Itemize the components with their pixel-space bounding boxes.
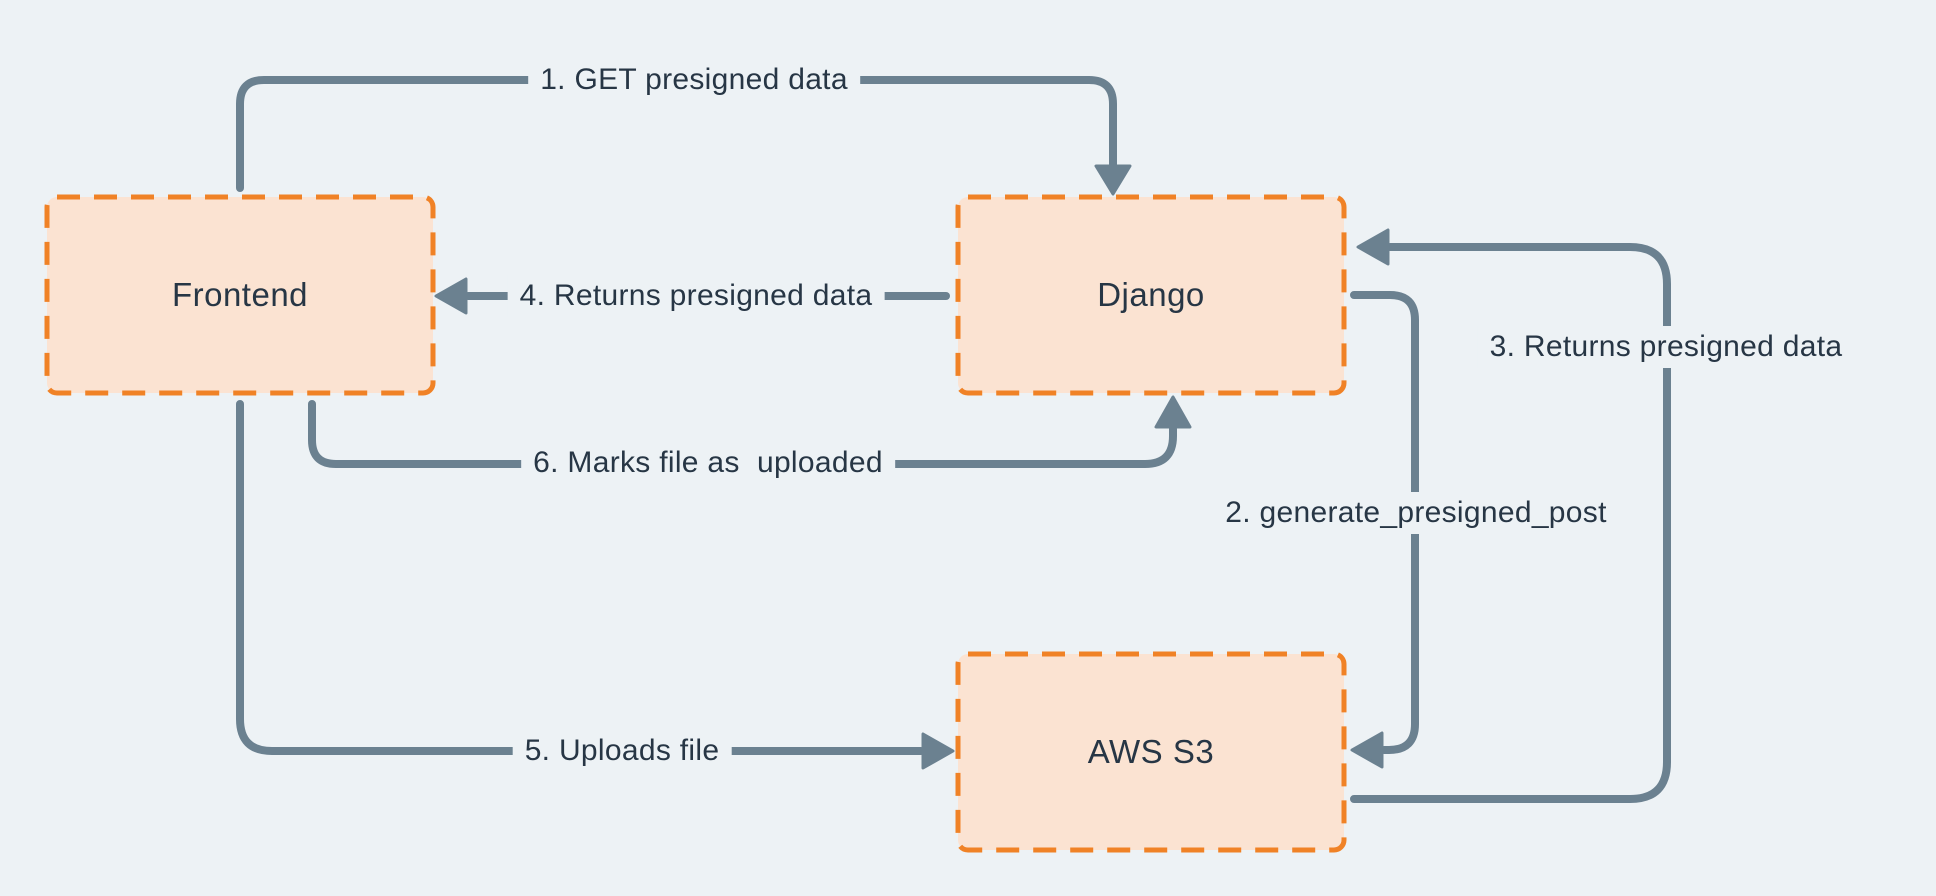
edge-4-arrowhead-icon xyxy=(434,277,468,315)
edge-5-path xyxy=(236,400,925,755)
edge-5-arrowhead-icon xyxy=(921,732,955,770)
node-frontend-box xyxy=(44,194,436,396)
edge-label-4: 4. Returns presigned data xyxy=(507,275,885,317)
node-frontend-label: Frontend xyxy=(171,276,309,313)
edge-label-2: 2. generate_presigned_post xyxy=(1213,492,1619,534)
node-aws-s3: AWS S3 xyxy=(958,654,1344,850)
edge-3-arrowhead-icon xyxy=(1356,228,1390,266)
edge-label-3: 3. Returns presigned data xyxy=(1477,326,1855,368)
node-django-label: Django xyxy=(1097,276,1205,313)
edge-label-6: 6. Marks file as uploaded xyxy=(521,442,895,484)
edge-2-arrowhead-icon xyxy=(1350,731,1384,769)
edge-1-arrowhead-icon xyxy=(1094,164,1132,196)
edge-label-5: 5. Uploads file xyxy=(512,730,732,772)
node-aws-s3-label: AWS S3 xyxy=(1087,733,1215,770)
edge-label-1: 1. GET presigned data xyxy=(528,59,860,101)
edge-6-arrowhead-icon xyxy=(1154,395,1192,429)
node-django-box xyxy=(955,194,1347,396)
node-aws-s3-box xyxy=(955,651,1347,853)
node-django: Django xyxy=(958,197,1344,393)
node-frontend: Frontend xyxy=(47,197,433,393)
edge-3-path xyxy=(1350,243,1671,803)
